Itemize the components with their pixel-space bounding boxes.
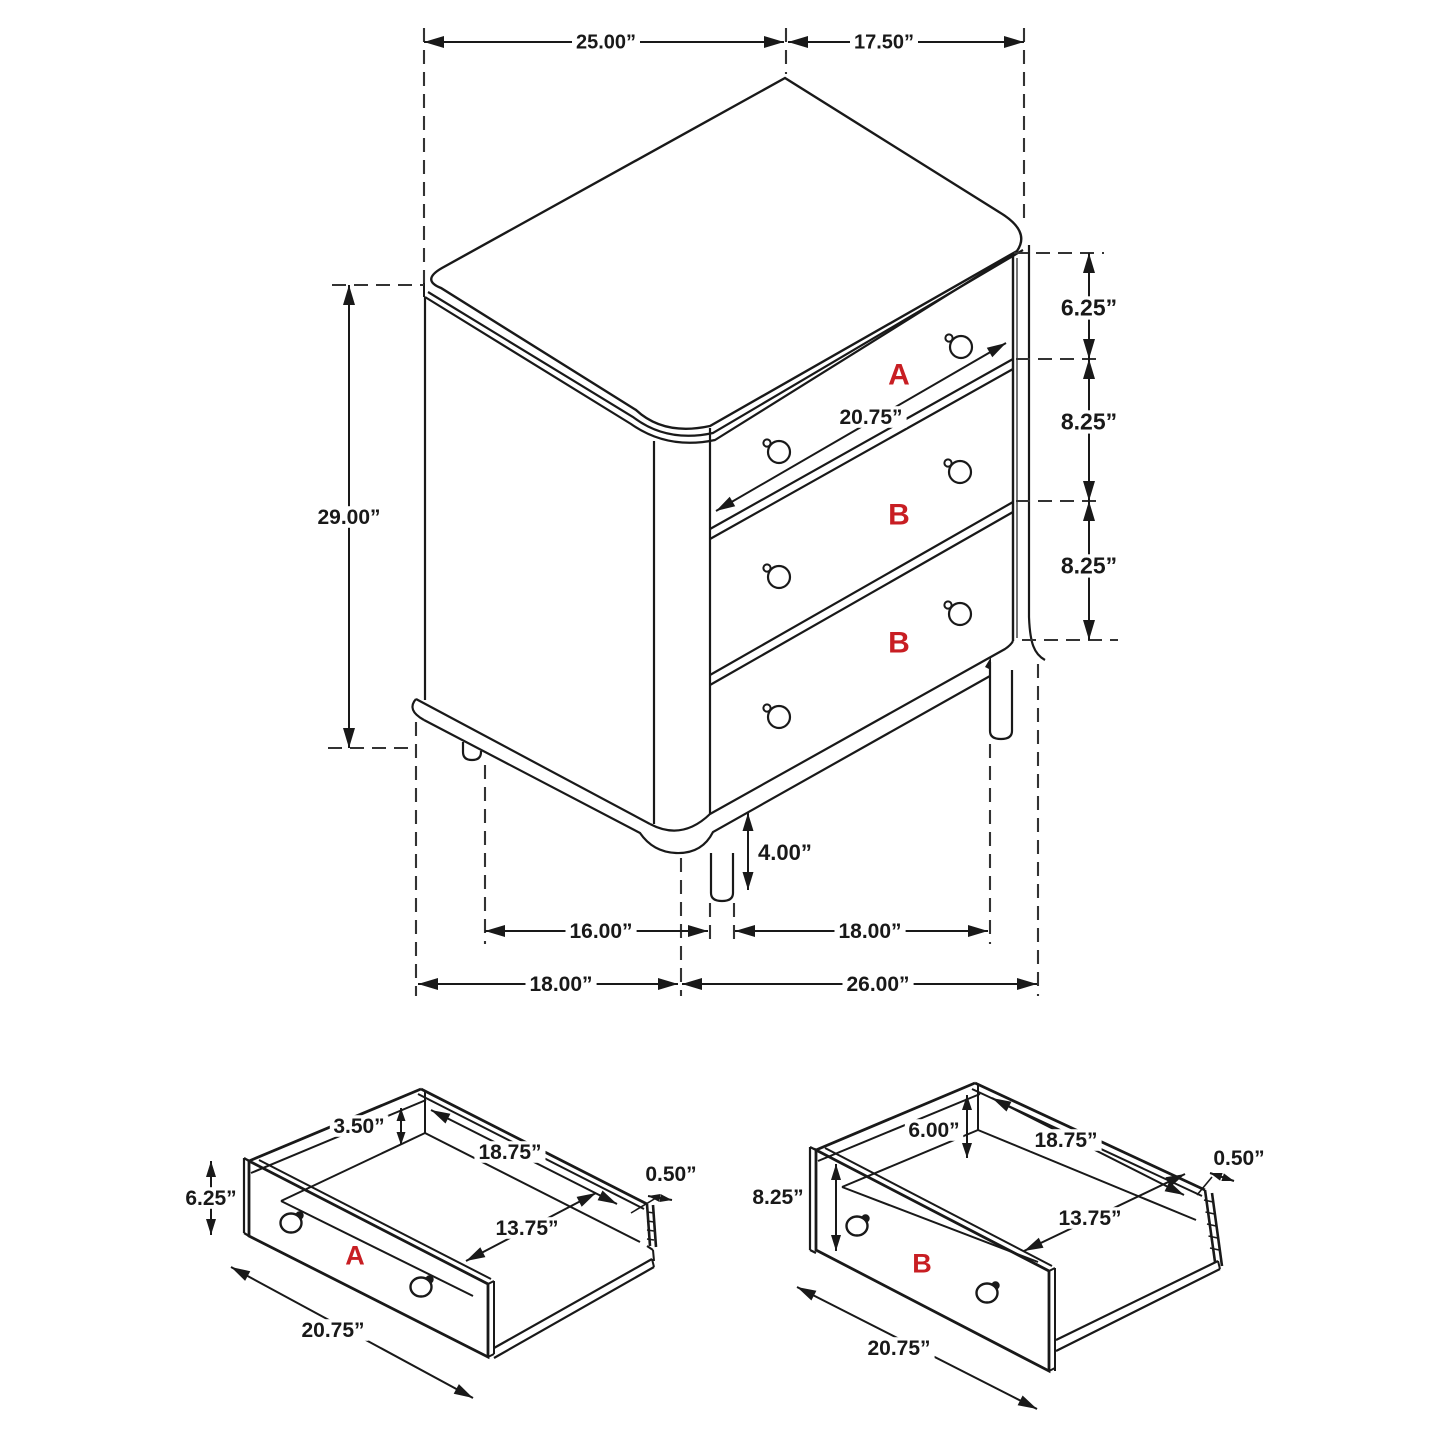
svg-text:20.75”: 20.75” [301,1319,364,1342]
svg-text:29.00”: 29.00” [317,506,380,529]
svg-text:B: B [888,499,910,532]
svg-text:A: A [345,1241,365,1271]
svg-text:18.75”: 18.75” [478,1141,541,1164]
svg-text:6.25”: 6.25” [1061,294,1117,320]
svg-text:20.75”: 20.75” [839,406,902,429]
svg-text:18.00”: 18.00” [529,973,592,996]
svg-text:B: B [912,1249,932,1279]
svg-text:8.25”: 8.25” [1061,552,1117,578]
svg-text:6.00”: 6.00” [908,1119,959,1142]
svg-text:8.25”: 8.25” [1061,408,1117,434]
svg-text:20.75”: 20.75” [867,1337,930,1360]
svg-text:0.50”: 0.50” [1213,1147,1264,1170]
svg-text:13.75”: 13.75” [495,1217,558,1240]
svg-text:6.25”: 6.25” [185,1187,236,1210]
svg-text:4.00”: 4.00” [758,840,812,865]
svg-text:0.50”: 0.50” [645,1163,696,1186]
svg-text:13.75”: 13.75” [1058,1207,1121,1230]
svg-text:26.00”: 26.00” [846,973,909,996]
svg-text:18.75”: 18.75” [1034,1129,1097,1152]
svg-text:16.00”: 16.00” [569,920,632,943]
svg-text:B: B [888,627,910,660]
svg-text:8.25”: 8.25” [752,1186,803,1209]
svg-text:17.50”: 17.50” [854,31,914,53]
svg-text:18.00”: 18.00” [838,920,901,943]
svg-text:A: A [888,359,910,392]
svg-text:3.50”: 3.50” [333,1115,384,1138]
svg-text:25.00”: 25.00” [576,31,636,53]
